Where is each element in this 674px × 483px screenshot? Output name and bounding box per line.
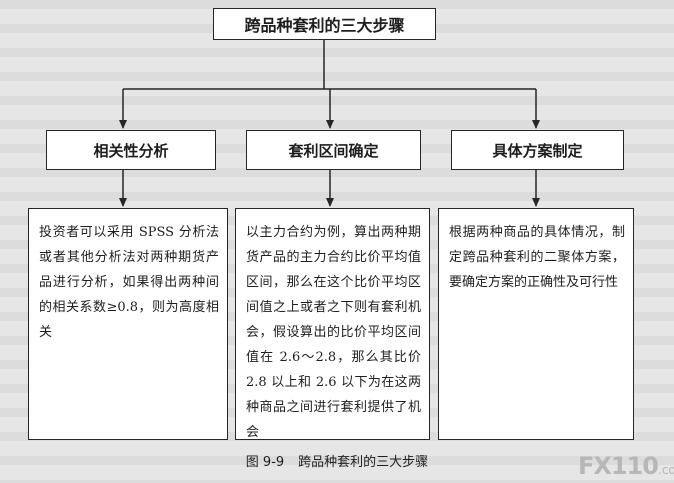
figure-caption: 图 9-9 跨品种套利的三大步骤	[0, 451, 674, 470]
watermark-domain: .com	[658, 463, 674, 477]
diagram-title-box: 跨品种套利的三大步骤	[213, 8, 436, 40]
watermark-brand: FX110	[578, 452, 659, 480]
step-2-heading: 套利区间确定	[246, 130, 421, 170]
figure-caption-text: 跨品种套利的三大步骤	[298, 455, 429, 470]
step-1-heading: 相关性分析	[46, 130, 216, 170]
figure-number: 图 9-9	[245, 455, 285, 470]
step-1-detail: 投资者可以采用 SPSS 分析法或者其他分析法对两种期货产品进行分析，如果得出两…	[28, 208, 228, 440]
step-2-detail: 以主力合约为例，算出两种期货产品的主力合约比价平均值区间，那么在这个比价平均区间…	[235, 208, 430, 440]
watermark-logo: FX110.com	[578, 452, 674, 480]
step-3-heading: 具体方案制定	[451, 130, 624, 170]
step-3-detail: 根据两种商品的具体情况，制定跨品种套利的二聚体方案，要确定方案的正确性及可行性	[438, 208, 634, 440]
